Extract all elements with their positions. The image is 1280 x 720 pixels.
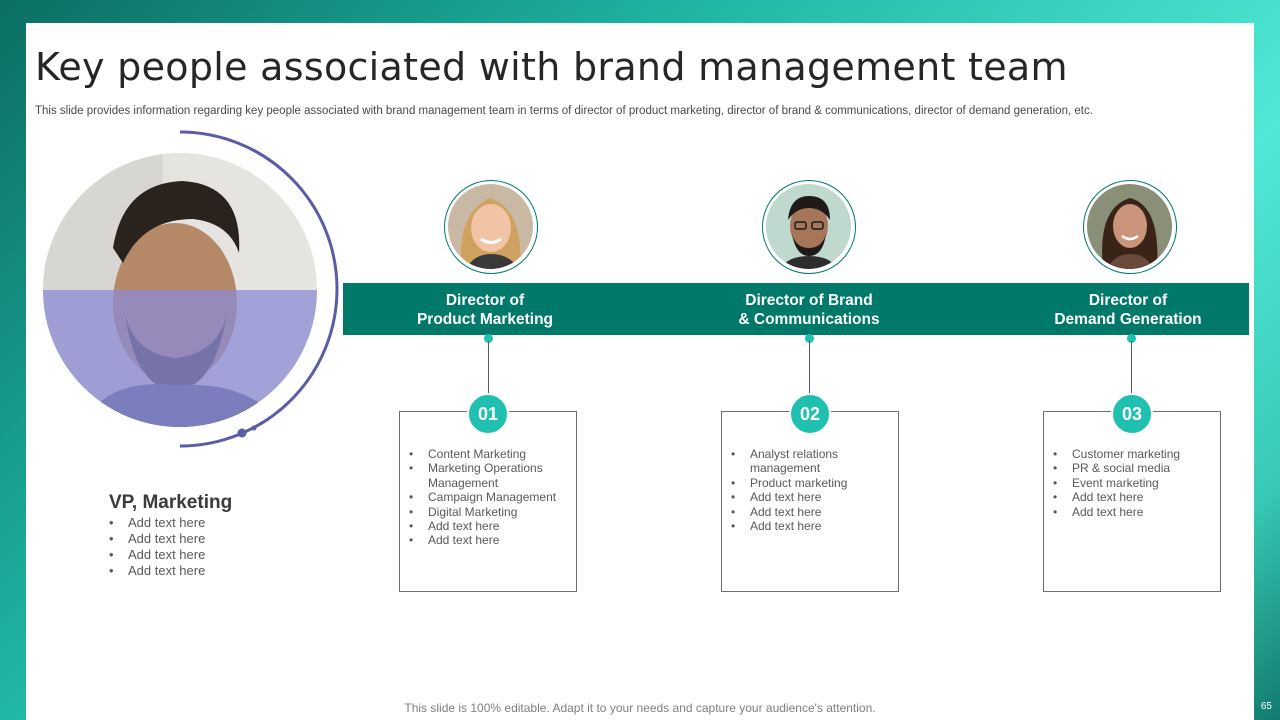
list-item: Add text here [1053, 505, 1215, 520]
director-1-title-line2: Product Marketing [416, 311, 554, 328]
director-2-title-line1: Director of Brand [745, 292, 873, 309]
vp-list-item: Add text here [109, 531, 205, 547]
slide: Key people associated with brand managem… [26, 23, 1254, 720]
director-3-card: Customer marketing PR & social media Eve… [1043, 411, 1221, 592]
list-item: Add text here [1053, 490, 1215, 505]
director-3-connector-line [1131, 341, 1132, 401]
list-item: PR & social media [1053, 461, 1215, 476]
list-item: Event marketing [1053, 476, 1215, 491]
director-2-title-line2: & Communications [738, 311, 880, 328]
vp-list: Add text here Add text here Add text her… [109, 515, 205, 579]
director-1-number-badge: 01 [467, 393, 509, 435]
vp-name: VP, Marketing [109, 492, 233, 513]
vp-portrait-photo [43, 153, 317, 427]
director-2-list: Analyst relations management Product mar… [731, 447, 893, 534]
list-item: Campaign Management [409, 490, 571, 505]
director-2-connector-dot [805, 334, 814, 343]
director-1-card: Content Marketing Marketing Operations M… [399, 411, 577, 592]
director-1-title: Director of Product Marketing [365, 291, 605, 329]
director-1-connector-dot [484, 334, 493, 343]
director-1-connector-line [488, 341, 489, 401]
director-1-list: Content Marketing Marketing Operations M… [409, 447, 571, 548]
director-1-avatar [444, 180, 538, 274]
director-3-number-badge: 03 [1111, 393, 1153, 435]
director-3-title-line1: Director of [1088, 292, 1168, 309]
director-3-title: Director of Demand Generation [1008, 291, 1248, 329]
director-3-connector-dot [1127, 334, 1136, 343]
list-item: Marketing Operations Management [409, 461, 571, 490]
director-2-title: Director of Brand & Communications [689, 291, 929, 329]
list-item: Digital Marketing [409, 505, 571, 520]
page-number: 65 [1260, 701, 1272, 712]
director-3-avatar [1083, 180, 1177, 274]
directors-banner [343, 283, 1249, 335]
list-item: Add text here [731, 490, 893, 505]
list-item: Product marketing [731, 476, 893, 491]
list-item: Analyst relations management [731, 447, 893, 476]
list-item: Add text here [731, 519, 893, 534]
slide-footer: This slide is 100% editable. Adapt it to… [404, 701, 876, 715]
vp-list-item: Add text here [109, 515, 205, 531]
vp-list-item: Add text here [109, 547, 205, 563]
director-3-title-line2: Demand Generation [1054, 311, 1202, 328]
list-item: Add text here [409, 533, 571, 548]
director-2-connector-line [809, 341, 810, 401]
list-item: Add text here [731, 505, 893, 520]
slide-subtitle: This slide provides information regardin… [35, 105, 1093, 117]
director-2-card: Analyst relations management Product mar… [721, 411, 899, 592]
director-3-list: Customer marketing PR & social media Eve… [1053, 447, 1215, 519]
list-item: Customer marketing [1053, 447, 1215, 462]
vp-list-item: Add text here [109, 563, 205, 579]
director-2-number-badge: 02 [789, 393, 831, 435]
director-2-avatar [762, 180, 856, 274]
list-item: Add text here [409, 519, 571, 534]
director-1-title-line1: Director of [445, 292, 525, 309]
slide-title: Key people associated with brand managem… [35, 45, 1068, 89]
list-item: Content Marketing [409, 447, 571, 462]
